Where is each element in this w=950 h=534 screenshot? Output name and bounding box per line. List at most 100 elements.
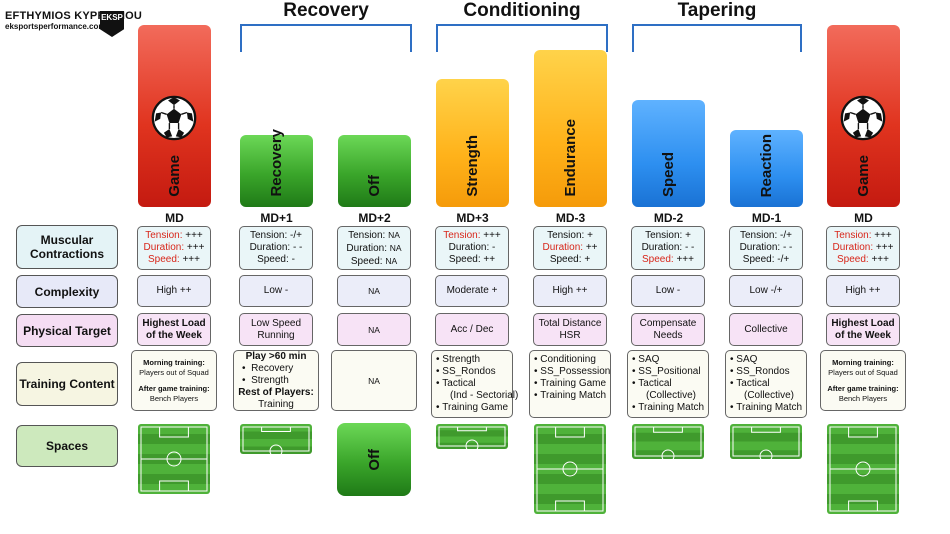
- training-item-detail: (Ind - Sectorial): [436, 390, 518, 402]
- physical-target-cell: NA: [337, 313, 411, 346]
- muscular-tension: Tension: NA: [348, 229, 400, 241]
- metric-name: Tension: [145, 230, 180, 241]
- soccer-ball-icon: [151, 95, 197, 141]
- training-content-cell: • Strength• SS_Rondos• Tactical(Ind - Se…: [431, 350, 518, 418]
- author-website[interactable]: eksportsperformance.com: [5, 22, 106, 31]
- muscular-duration: Duration: +++: [832, 242, 894, 253]
- physical-target-cell: Low Speed Running: [239, 313, 313, 346]
- phase-title: Tapering: [677, 0, 757, 21]
- training-item-text: Tactical: [442, 378, 476, 389]
- training-item-text: Training Match: [540, 390, 607, 401]
- metric-value: +: [587, 230, 593, 241]
- metric-value: +: [685, 230, 691, 241]
- rest-of-players-group: Training: [258, 398, 294, 410]
- training-item: • SAQ: [632, 354, 660, 365]
- morning-training-heading: Morning training:: [832, 357, 894, 367]
- day-bar-label: Endurance: [561, 119, 579, 197]
- phase-title: Recovery: [283, 0, 369, 21]
- metric-value: -/+: [780, 230, 792, 241]
- football-pitch-icon: [827, 424, 899, 514]
- day-bar-endurance: Endurance: [533, 50, 607, 207]
- day-bar-label: Speed: [659, 151, 677, 197]
- physical-target-cell: Highest Load of the Week: [826, 313, 900, 346]
- metric-name: Tension: [645, 230, 680, 241]
- play-minutes-heading: Play >60 min: [245, 350, 307, 362]
- rest-of-players-heading: Rest of Players:: [238, 386, 314, 398]
- metric-value: +++: [186, 242, 205, 253]
- muscular-contractions-cell: Tension: -/+Duration: - -Speed: -: [239, 226, 313, 270]
- day-bar-label: Recovery: [267, 129, 285, 197]
- day-bar-game: Game: [826, 25, 900, 207]
- metric-name: Duration: [249, 242, 288, 253]
- phase-recovery: Recovery: [240, 0, 412, 55]
- metric-name: Speed: [836, 254, 866, 265]
- complexity-cell: Low -: [631, 275, 705, 307]
- complexity-cell: High ++: [137, 275, 211, 307]
- metric-value: -/+: [777, 254, 790, 265]
- spaces-off-label: Off: [365, 448, 383, 471]
- metric-name: Tension: [547, 230, 582, 241]
- training-item-text: Recovery: [251, 362, 294, 374]
- metric-value: ++: [585, 242, 598, 253]
- training-item-text: Strength: [442, 354, 481, 365]
- muscular-contractions-cell: Tension: +++Duration: -Speed: ++: [435, 226, 509, 270]
- metric-value: NA: [385, 255, 398, 266]
- training-item-text: (Collective): [744, 390, 795, 401]
- training-item: • SAQ: [730, 354, 758, 365]
- metric-name: Speed: [549, 254, 579, 265]
- physical-target-cell: Total Distance HSR: [533, 313, 607, 346]
- muscular-duration: Duration: - -: [641, 242, 695, 253]
- day-bar-label: Reaction: [757, 133, 775, 197]
- soccer-ball-icon: [840, 95, 886, 141]
- training-item: • Training Game: [436, 402, 509, 413]
- training-item-text: Tactical: [638, 378, 672, 389]
- muscular-duration: Duration: NA: [346, 242, 402, 254]
- muscular-contractions-cell: Tension: +Duration: ++Speed: +: [533, 226, 607, 270]
- metric-name: Tension: [740, 230, 775, 241]
- training-item-text: Training Match: [638, 402, 705, 413]
- metric-name: Duration: [143, 242, 182, 253]
- muscular-tension: Tension: +++: [443, 230, 501, 241]
- metric-value: - -: [782, 242, 793, 253]
- day-bar-recovery: Recovery: [239, 129, 313, 207]
- muscular-speed: Speed: +++: [836, 254, 889, 265]
- metric-value: - -: [684, 242, 695, 253]
- day-bar-strength: Strength: [435, 79, 509, 207]
- football-pitch-icon: [534, 424, 606, 514]
- training-item: • Training Match: [730, 402, 803, 413]
- phase-title: Conditioning: [463, 0, 581, 21]
- match-day-label: MD: [165, 211, 184, 225]
- metric-value: NA: [389, 242, 402, 253]
- muscular-tension: Tension: +: [645, 230, 691, 241]
- muscular-tension: Tension: -/+: [740, 230, 792, 241]
- complexity-cell: NA: [337, 275, 411, 307]
- physical-target-cell: Acc / Dec: [435, 313, 509, 346]
- muscular-speed: Speed: +++: [147, 254, 200, 265]
- morning-training-group: Players out of Squad: [139, 367, 209, 377]
- metric-name: Speed: [147, 254, 177, 265]
- match-day-label: MD: [854, 211, 873, 225]
- metric-value: -/+: [290, 230, 302, 241]
- training-item: • SS_Rondos: [730, 366, 790, 377]
- metric-value: +++: [185, 230, 203, 241]
- metric-value: -: [291, 254, 295, 265]
- muscular-tension: Tension: -/+: [250, 230, 302, 241]
- after-game-training-group: Bench Players: [838, 393, 888, 403]
- phase-bracket: [632, 24, 802, 52]
- match-day-label: MD-1: [751, 211, 782, 225]
- phase-bracket: [436, 24, 608, 52]
- metric-name: Duration: [542, 242, 581, 253]
- muscular-duration: Duration: ++: [542, 242, 598, 253]
- match-day-label: MD-2: [653, 211, 684, 225]
- after-game-training-group: Bench Players: [149, 393, 199, 403]
- complexity-cell: Moderate +: [435, 275, 509, 307]
- training-item: • Tactical: [730, 378, 770, 389]
- metric-value: +++: [871, 254, 889, 265]
- metric-name: Duration: [739, 242, 778, 253]
- eksp-logo: EKSP: [100, 11, 124, 37]
- morning-training-group: Players out of Squad: [828, 367, 898, 377]
- metric-name: Tension: [250, 230, 285, 241]
- training-content-cell: • Conditioning• SS_Possession• Training …: [529, 350, 611, 418]
- complexity-cell: High ++: [533, 275, 607, 307]
